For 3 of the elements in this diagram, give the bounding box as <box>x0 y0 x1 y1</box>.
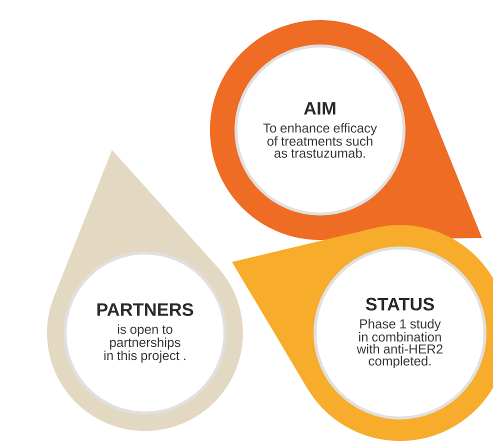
teardrop-badge: PARTNERS is open to partnerships in this project . <box>47 150 243 431</box>
teardrop-badge: STATUS Phase 1 study in combination with anti-HER2 completed. <box>232 225 493 441</box>
teardrop-badge: AIM To enhance efficacy of treatments such as trastuzumab. <box>210 20 482 240</box>
